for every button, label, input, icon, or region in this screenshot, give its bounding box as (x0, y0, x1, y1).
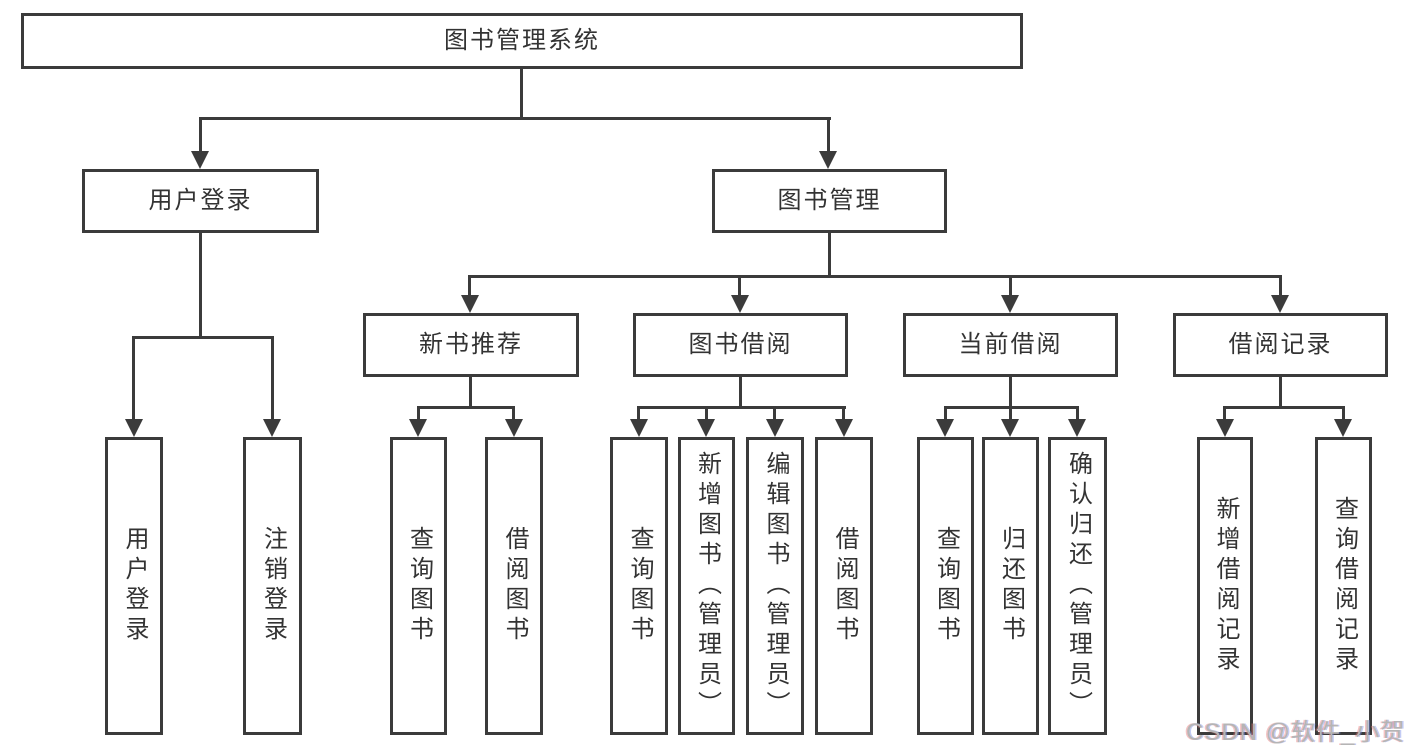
node-user-login: 用户登录 (82, 169, 319, 233)
connector-line (944, 406, 947, 419)
connector-line (417, 406, 515, 409)
connector-line (773, 406, 776, 419)
arrow-down-icon (1334, 419, 1352, 437)
arrow-down-icon (936, 419, 954, 437)
connector-line (1342, 406, 1345, 419)
leaf-edit-book-admin: 编辑图书（管理员） (746, 437, 804, 735)
connector-line (705, 406, 708, 419)
arrow-down-icon (835, 419, 853, 437)
arrow-down-icon (191, 151, 209, 169)
leaf-user-login: 用户登录 (105, 437, 163, 735)
connector-line (1009, 275, 1012, 295)
connector-line (1009, 406, 1012, 419)
node-borrow-records: 借阅记录 (1173, 313, 1388, 377)
connector-line (512, 406, 515, 419)
connector-line (1279, 377, 1282, 409)
connector-line (199, 117, 202, 151)
connector-line (1223, 406, 1344, 409)
leaf-add-borrow-record: 新增借阅记录 (1197, 437, 1253, 735)
node-library-system: 图书管理系统 (21, 13, 1023, 69)
connector-line (1223, 406, 1226, 419)
leaf-borrow-books-recommend: 借阅图书 (485, 437, 543, 735)
connector-line (738, 275, 741, 295)
watermark: CSDN @软件_小贺同学 (1186, 719, 1405, 746)
arrow-down-icon (766, 419, 784, 437)
connector-line (739, 377, 742, 409)
connector-line (637, 406, 640, 419)
arrow-down-icon (731, 295, 749, 313)
arrow-down-icon (630, 419, 648, 437)
arrow-down-icon (697, 419, 715, 437)
leaf-query-books-recommend: 查询图书 (390, 437, 447, 735)
connector-line (199, 117, 831, 120)
leaf-query-books-current: 查询图书 (917, 437, 974, 735)
leaf-return-book: 归还图书 (982, 437, 1039, 735)
leaf-add-book-admin: 新增图书（管理员） (678, 437, 735, 735)
arrow-down-icon (125, 419, 143, 437)
connector-line (271, 336, 274, 419)
connector-line (637, 406, 846, 409)
connector-line (828, 233, 831, 278)
arrow-down-icon (505, 419, 523, 437)
connector-line (520, 68, 523, 118)
arrow-down-icon (1216, 419, 1234, 437)
arrow-down-icon (819, 151, 837, 169)
connector-line (417, 406, 420, 419)
connector-line (469, 377, 472, 409)
node-book-borrow: 图书借阅 (633, 313, 848, 377)
arrow-down-icon (263, 419, 281, 437)
leaf-query-borrow-record: 查询借阅记录 (1315, 437, 1372, 735)
arrow-down-icon (461, 295, 479, 313)
connector-line (468, 275, 1281, 278)
leaf-query-books-borrow: 查询图书 (610, 437, 668, 735)
connector-line (842, 406, 845, 419)
node-book-management: 图书管理 (712, 169, 947, 233)
arrow-down-icon (1001, 419, 1019, 437)
leaf-logout: 注销登录 (243, 437, 302, 735)
leaf-borrow-book: 借阅图书 (815, 437, 873, 735)
connector-line (1279, 275, 1282, 295)
connector-line (1076, 406, 1079, 419)
arrow-down-icon (1001, 295, 1019, 313)
connector-line (468, 275, 471, 295)
connector-line (1009, 377, 1012, 409)
node-current-borrow: 当前借阅 (903, 313, 1118, 377)
connector-line (133, 336, 274, 339)
arrow-down-icon (1271, 295, 1289, 313)
connector-line (132, 336, 135, 419)
leaf-confirm-return-admin: 确认归还（管理员） (1048, 437, 1107, 735)
arrow-down-icon (409, 419, 427, 437)
connector-line (199, 233, 202, 339)
arrow-down-icon (1068, 419, 1086, 437)
connector-line (827, 117, 830, 151)
node-new-book-recommend: 新书推荐 (363, 313, 579, 377)
